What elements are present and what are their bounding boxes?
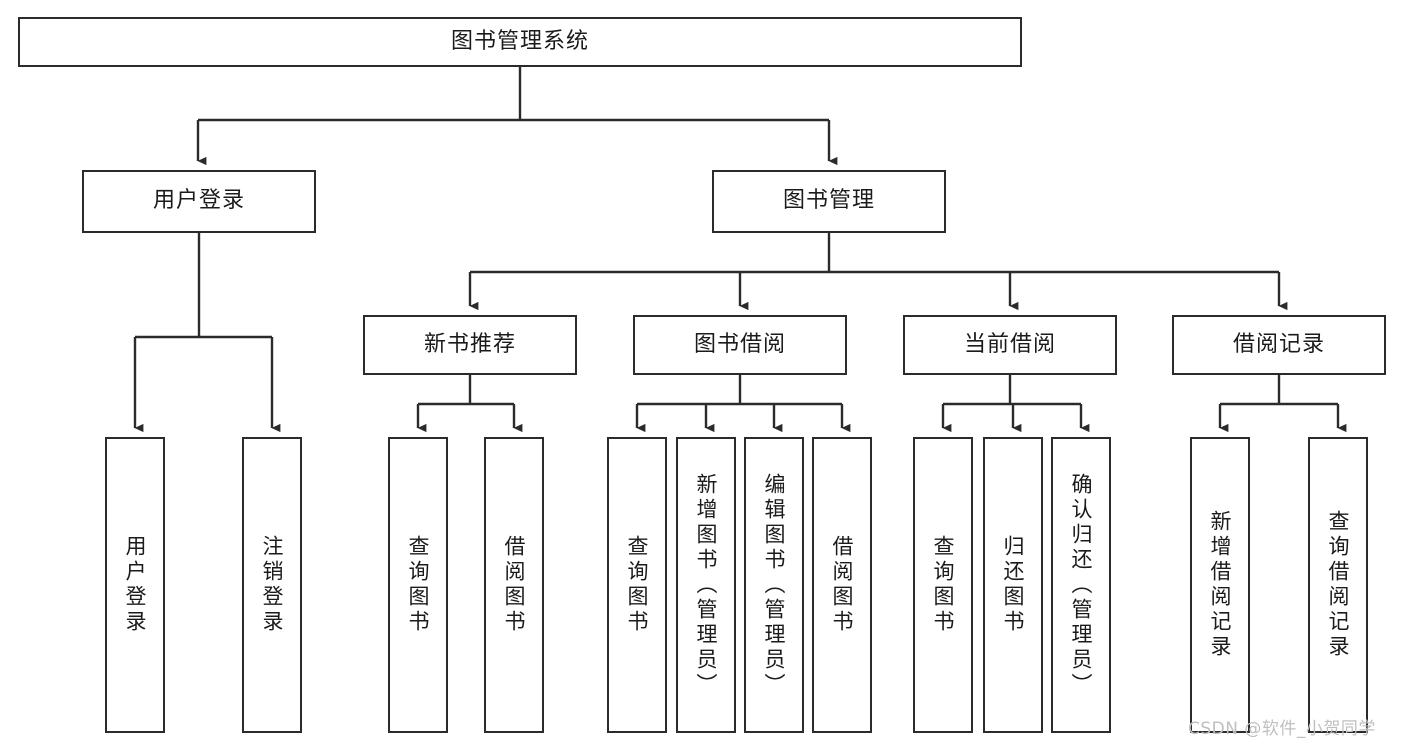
node-leaf-new-2[interactable]: 借阅图书 <box>484 437 544 733</box>
node-root[interactable]: 图书管理系统 <box>18 17 1022 67</box>
node-label: 借阅记录 <box>1232 331 1325 357</box>
node-borrow[interactable]: 图书借阅 <box>633 315 847 375</box>
node-label: 借阅图书 <box>502 535 527 635</box>
node-records[interactable]: 借阅记录 <box>1172 315 1386 375</box>
node-leaf-borrow-3[interactable]: 编辑图书（管理员） <box>744 437 804 733</box>
node-leaf-new-1[interactable]: 查询图书 <box>388 437 448 733</box>
node-label: 编辑图书（管理员） <box>762 472 787 698</box>
node-current[interactable]: 当前借阅 <box>903 315 1117 375</box>
node-label: 查询图书 <box>406 535 431 635</box>
node-leaf-rec-2[interactable]: 查询借阅记录 <box>1308 437 1368 733</box>
node-label: 查询借阅记录 <box>1326 510 1351 660</box>
node-label: 图书管理系统 <box>450 28 589 54</box>
node-bookmgmt[interactable]: 图书管理 <box>712 170 946 233</box>
node-label: 当前借阅 <box>963 331 1056 357</box>
node-label: 查询图书 <box>931 535 956 635</box>
node-leaf-login-1[interactable]: 用户登录 <box>105 437 165 733</box>
node-label: 用户登录 <box>123 535 148 635</box>
node-label: 借阅图书 <box>830 535 855 635</box>
node-newbook[interactable]: 新书推荐 <box>363 315 577 375</box>
node-label: 新书推荐 <box>423 331 516 357</box>
node-label: 用户登录 <box>152 188 245 214</box>
node-label: 图书借阅 <box>693 331 786 357</box>
node-label: 图书管理 <box>782 188 875 214</box>
node-label: 确认归还（管理员） <box>1069 472 1094 698</box>
node-label: 归还图书 <box>1001 535 1026 635</box>
node-leaf-login-2[interactable]: 注销登录 <box>242 437 302 733</box>
node-leaf-cur-1[interactable]: 查询图书 <box>913 437 973 733</box>
node-leaf-cur-2[interactable]: 归还图书 <box>983 437 1043 733</box>
node-leaf-rec-1[interactable]: 新增借阅记录 <box>1190 437 1250 733</box>
node-leaf-borrow-2[interactable]: 新增图书（管理员） <box>676 437 736 733</box>
node-label: 新增借阅记录 <box>1208 510 1233 660</box>
node-login[interactable]: 用户登录 <box>82 170 316 233</box>
node-leaf-borrow-4[interactable]: 借阅图书 <box>812 437 872 733</box>
connector-group <box>133 67 1347 433</box>
node-label: 注销登录 <box>260 535 285 635</box>
node-leaf-cur-3[interactable]: 确认归还（管理员） <box>1051 437 1111 733</box>
node-label: 查询图书 <box>625 535 650 635</box>
node-leaf-borrow-1[interactable]: 查询图书 <box>607 437 667 733</box>
node-label: 新增图书（管理员） <box>694 472 719 698</box>
